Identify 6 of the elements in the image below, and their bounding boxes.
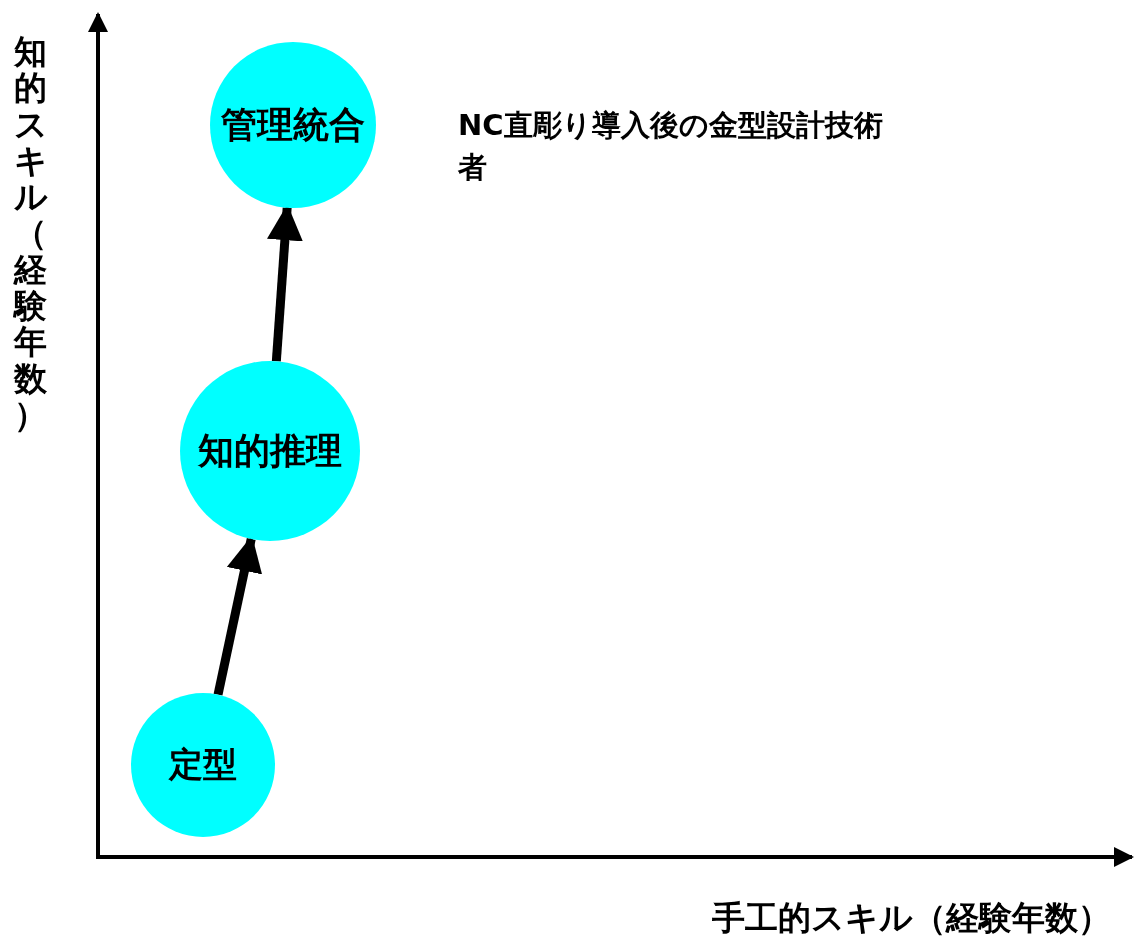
node-label: 管理統合 [221,102,365,147]
annotation-text: NC直彫り導入後の金型設計技術者 [458,107,884,187]
node-label: 定型 [169,743,237,786]
x-axis-title: 手工的スキル（経験年数） [712,897,1111,939]
y-axis-title: 知的スキル（経験年数） [14,34,47,434]
node-label: 知的推理 [198,428,342,473]
